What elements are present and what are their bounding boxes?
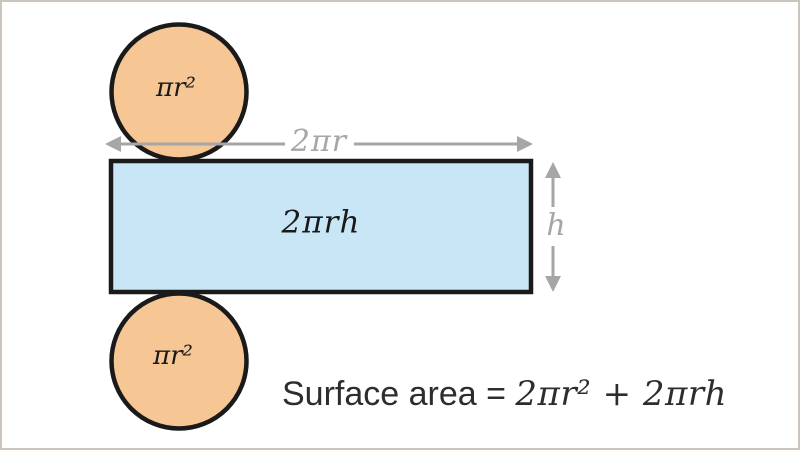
formula-prefix: Surface area =: [282, 375, 516, 413]
formula-math: 2πr² + 2πrh: [515, 374, 728, 414]
rectangle-label: 2πrh: [281, 204, 361, 241]
bottom-circle-label: πr²: [153, 341, 193, 371]
width-arrow-heads: [105, 136, 533, 152]
top-circle-label: πr²: [156, 73, 196, 103]
height-arrow-heads: [545, 162, 561, 292]
height-arrow-label: h: [546, 208, 566, 243]
width-arrow-label: 2πr: [290, 124, 348, 159]
surface-area-formula: Surface area = 2πr² + 2πrh: [282, 374, 727, 414]
rectangle-shape: [108, 158, 534, 295]
